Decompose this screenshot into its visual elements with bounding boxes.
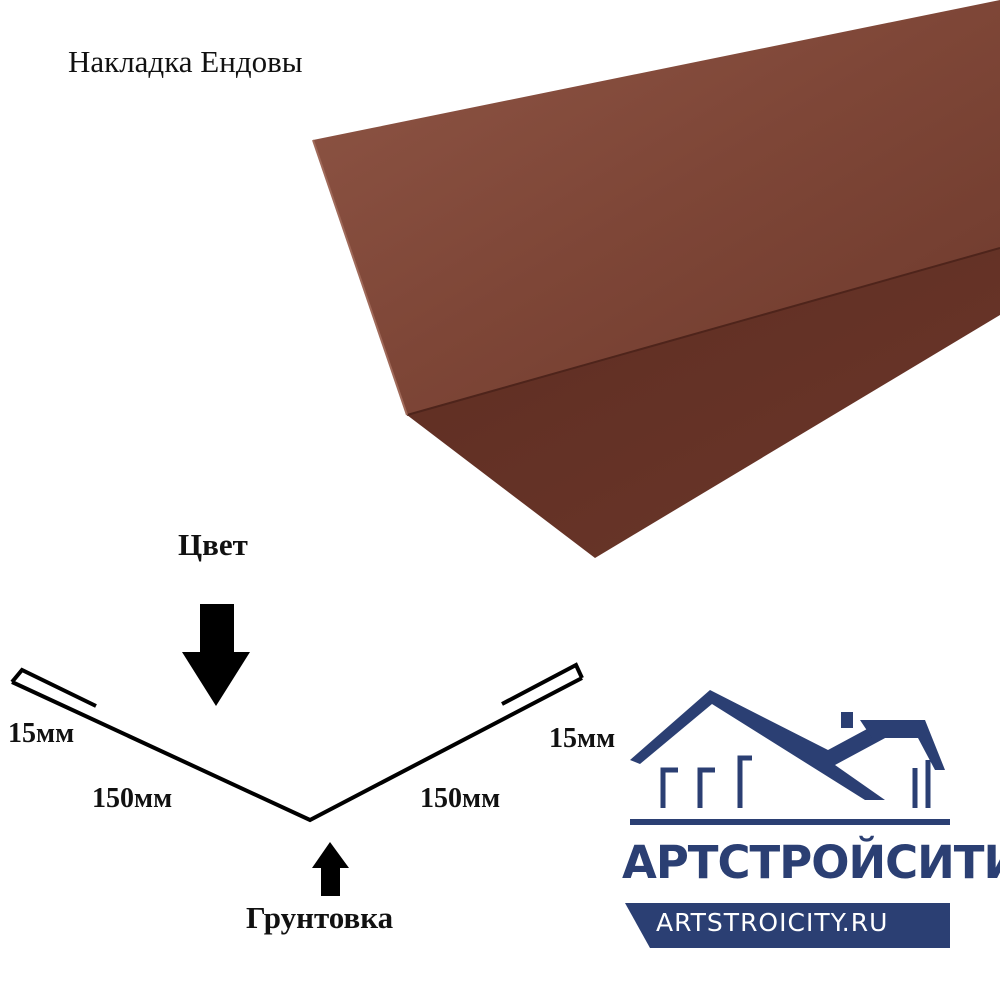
left-flange-dimension: 15мм (8, 718, 75, 749)
primer-side-label: Грунтовка (246, 900, 394, 935)
right-hem (501, 662, 584, 706)
logo-chimney (841, 712, 853, 728)
logo-walls (660, 755, 931, 808)
arrow-down-icon (182, 604, 250, 706)
profile-line (11, 676, 583, 823)
left-hem (10, 667, 97, 708)
left-wing-dimension: 150мм (92, 783, 173, 814)
product-fold-line (406, 247, 1000, 416)
right-flange-dimension: 15мм (549, 723, 616, 754)
right-wing-dimension: 150мм (420, 783, 501, 814)
product-upper-face (313, 0, 1000, 415)
arrow-up-icon (312, 842, 349, 896)
page-title: Накладка Ендовы (68, 44, 303, 79)
product-edge-highlight (312, 139, 408, 416)
product-lower-face (407, 248, 1000, 558)
logo-roof (630, 690, 925, 800)
logo-site-band (625, 903, 950, 948)
logo-brand-name: АРТСТРОЙСИТИ (622, 836, 1000, 889)
color-side-label: Цвет (178, 527, 248, 562)
logo-roof-right (860, 720, 945, 770)
logo-website: ARTSTROICITY.RU (656, 908, 889, 937)
